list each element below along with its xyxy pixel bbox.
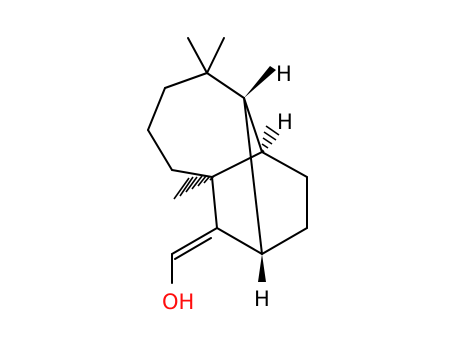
hydroxyl-label: OH: [162, 290, 194, 314]
bond-ring7-b: [147, 129, 173, 171]
bond-ring6-a: [261, 151, 308, 178]
bond-ring7-c: [147, 87, 166, 131]
bond-ring6-d: [216, 227, 263, 255]
bond-bridge-upper: [243, 97, 263, 153]
bond-gem-methyl-left: [187, 37, 208, 74]
hydrogen-label-right: H: [277, 110, 293, 134]
bond-ring6-f: [211, 151, 263, 178]
hydrogen-label-top: H: [276, 62, 292, 86]
bond-exo-double-outer: [171, 227, 218, 255]
hashed-bond-methyl: [173, 175, 215, 200]
wedge-bond-h-bottom: [258, 254, 266, 282]
bond-exo-double-inner: [174, 237, 212, 260]
bond-ring6-c: [261, 227, 308, 255]
bond-ring6-e: [211, 176, 218, 229]
hashed-bond-h-right: [261, 125, 280, 153]
bond-gem-methyl-right: [206, 37, 225, 74]
hydrogen-label-bottom: H: [254, 287, 270, 311]
wedge-bond-h-top: [244, 66, 276, 98]
bond-ring7-d: [164, 72, 208, 89]
bond-ring7-e: [206, 72, 245, 99]
bond-bridge-long: [243, 97, 263, 255]
bond-ring7-a: [171, 169, 213, 178]
